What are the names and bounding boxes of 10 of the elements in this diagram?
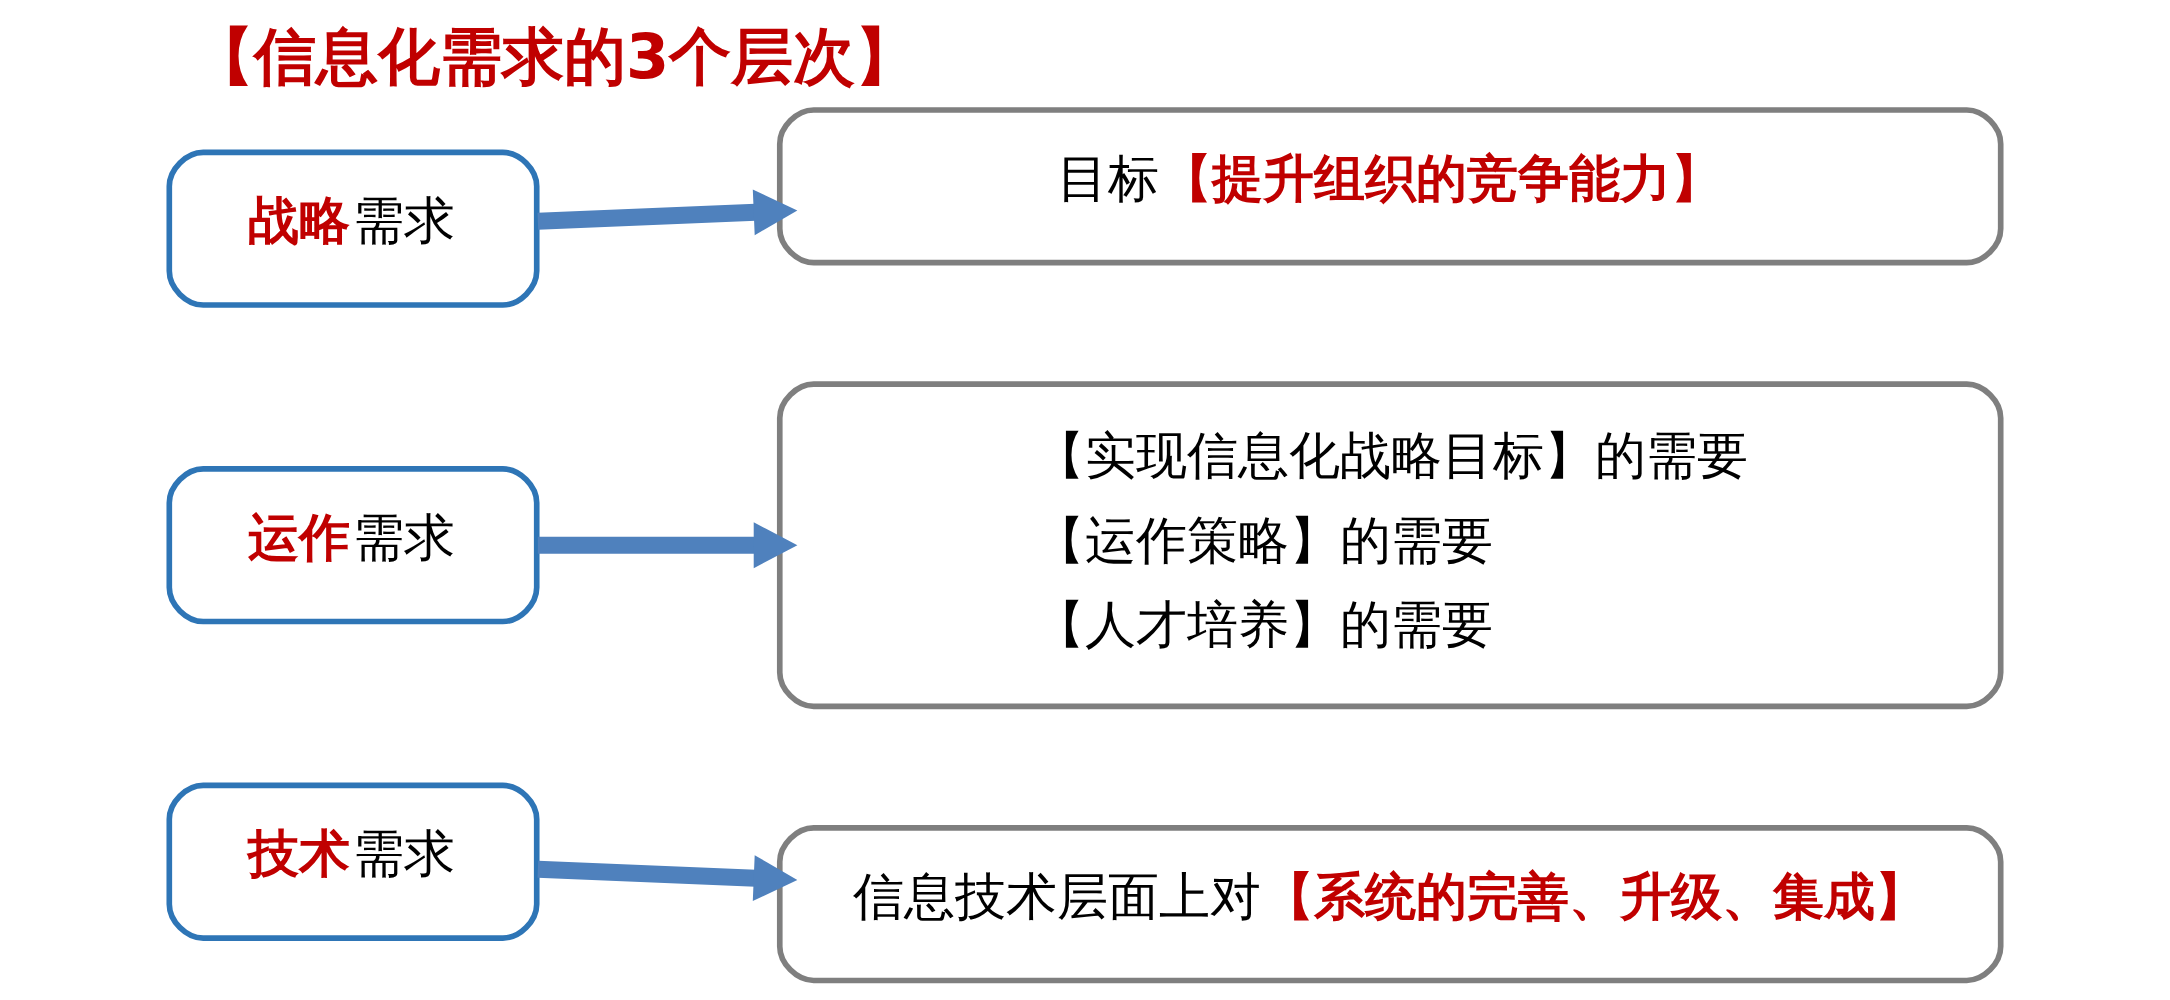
node-box: 目标【提升组织的竞争能力】 — [776, 107, 2004, 266]
node-box: 【实现信息化战略目标】的需要 【运作策略】的需要 【人才培养】的需要 — [776, 381, 2004, 710]
node-box: 技术需求 — [166, 782, 540, 941]
node-box: 运作需求 — [166, 466, 540, 625]
node-box: 战略需求 — [166, 149, 540, 308]
arrow — [537, 189, 798, 236]
diagram-title: 【信息化需求的3个层次】 — [191, 19, 918, 93]
node-box: 信息技术层面上对【系统的完善、升级、集成】 — [776, 825, 2004, 984]
arrow — [537, 522, 798, 569]
arrow — [537, 855, 798, 902]
